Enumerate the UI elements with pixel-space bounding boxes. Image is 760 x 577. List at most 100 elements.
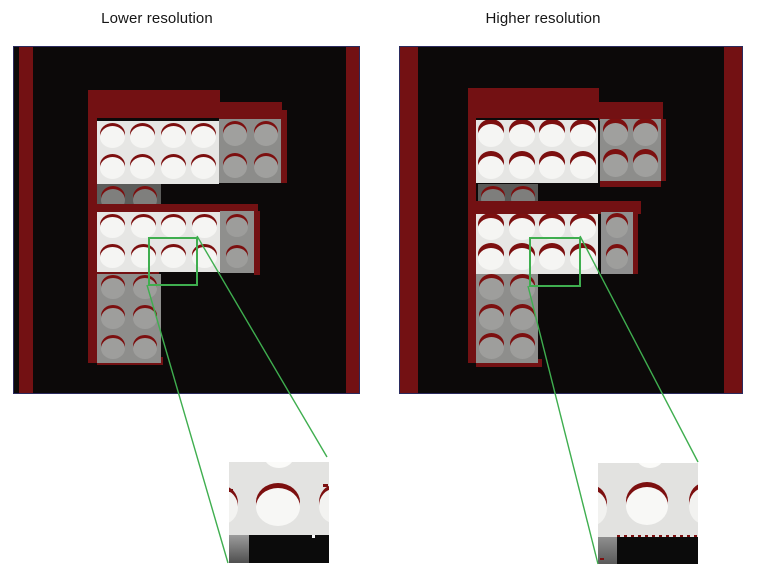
brick-stud (508, 155, 535, 179)
inset-black-region (617, 537, 698, 564)
zoom-inset-lower (229, 462, 329, 563)
brick-stud (133, 308, 157, 329)
red-backdrop-shape (468, 88, 476, 363)
brick-stud (478, 218, 505, 240)
inset-gray-patch (598, 537, 617, 564)
brick-stud (569, 155, 596, 179)
brick-stud (478, 155, 505, 179)
brick-stud (478, 248, 505, 270)
brick-stud (133, 337, 157, 359)
brick-stud (479, 307, 504, 330)
brick-stud (539, 248, 566, 270)
inset-top-stud-tip (636, 463, 664, 468)
brick-stud (606, 217, 628, 238)
red-backdrop-shape (254, 211, 260, 275)
brick-stud (508, 124, 535, 148)
brick-stud (539, 155, 566, 179)
brick-stud (192, 216, 218, 238)
brick-stud (160, 157, 186, 180)
red-backdrop-shape (600, 181, 661, 187)
brick-stud (606, 248, 628, 269)
brick-stud (160, 125, 186, 148)
brick-stud (633, 154, 659, 177)
lego-brick (97, 121, 219, 184)
brick-stud (161, 216, 187, 238)
lego-brick (600, 119, 661, 181)
inset-speck (229, 489, 233, 492)
brick-stud (99, 125, 125, 148)
red-backdrop-shape (88, 90, 97, 363)
brick-stud (130, 157, 156, 180)
inset-noise-edge (617, 535, 698, 537)
red-backdrop-shape (88, 204, 258, 214)
brick-stud (101, 308, 125, 329)
brick-stud (226, 216, 248, 237)
brick-stud (161, 246, 187, 268)
lego-brick (220, 211, 254, 273)
depth-image-panel-higher (399, 46, 743, 394)
inset-stud (689, 488, 698, 524)
brick-stud (510, 337, 535, 360)
brick-stud (479, 337, 504, 360)
red-backdrop-shape (88, 90, 220, 118)
inset-gray-patch (229, 535, 249, 563)
brick-stud (101, 337, 125, 359)
brick-stud (478, 124, 505, 148)
brick-stud (99, 216, 125, 238)
red-side-bar (346, 47, 359, 393)
inset-stud (256, 488, 300, 526)
brick-stud (510, 307, 535, 330)
brick-stud (99, 157, 125, 180)
lego-brick (97, 274, 161, 363)
brick-stud (191, 157, 217, 180)
red-backdrop-shape (468, 88, 599, 118)
brick-stud (226, 247, 248, 268)
brick-stud (508, 248, 535, 270)
lego-brick (476, 120, 598, 183)
brick-stud (222, 156, 247, 178)
brick-stud (253, 124, 278, 146)
brick-stud (569, 124, 596, 148)
inset-black-region (249, 535, 329, 563)
brick-stud (130, 216, 156, 238)
brick-stud (481, 189, 505, 201)
brick-stud (99, 246, 125, 268)
red-backdrop-shape (468, 201, 641, 214)
inset-speck (600, 558, 604, 560)
panel-title-higher-resolution: Higher resolution (485, 10, 601, 27)
brick-stud (511, 189, 535, 201)
brick-stud (253, 156, 278, 178)
zoom-inset-higher (598, 463, 698, 564)
hidden-brick-stud-row (97, 184, 161, 204)
inset-stud (598, 490, 607, 526)
brick-stud (569, 218, 596, 240)
brick-stud (101, 278, 125, 300)
lego-brick (601, 212, 633, 274)
brick-stud (602, 154, 628, 177)
panel-title-lower-resolution: Lower resolution (101, 10, 213, 27)
brick-stud (602, 123, 628, 146)
inset-stud (626, 487, 668, 525)
brick-stud (222, 124, 247, 146)
lego-brick (476, 274, 538, 363)
red-backdrop-shape (219, 102, 282, 119)
inset-speck (312, 535, 315, 538)
inset-speck (323, 484, 328, 487)
depth-image-panel-lower (13, 46, 360, 394)
brick-stud (133, 189, 157, 204)
inset-stud (319, 489, 329, 523)
brick-stud (191, 125, 217, 148)
red-backdrop-shape (633, 214, 638, 274)
inset-top-stud-tip (264, 462, 294, 468)
red-side-bar (724, 47, 742, 393)
brick-stud (539, 218, 566, 240)
brick-stud (130, 125, 156, 148)
brick-stud (508, 218, 535, 240)
brick-stud (633, 123, 659, 146)
brick-stud (101, 189, 125, 204)
zoom-region-rect (148, 237, 198, 286)
brick-stud (479, 277, 504, 300)
red-backdrop-shape (661, 119, 666, 181)
red-backdrop-shape (599, 102, 663, 121)
